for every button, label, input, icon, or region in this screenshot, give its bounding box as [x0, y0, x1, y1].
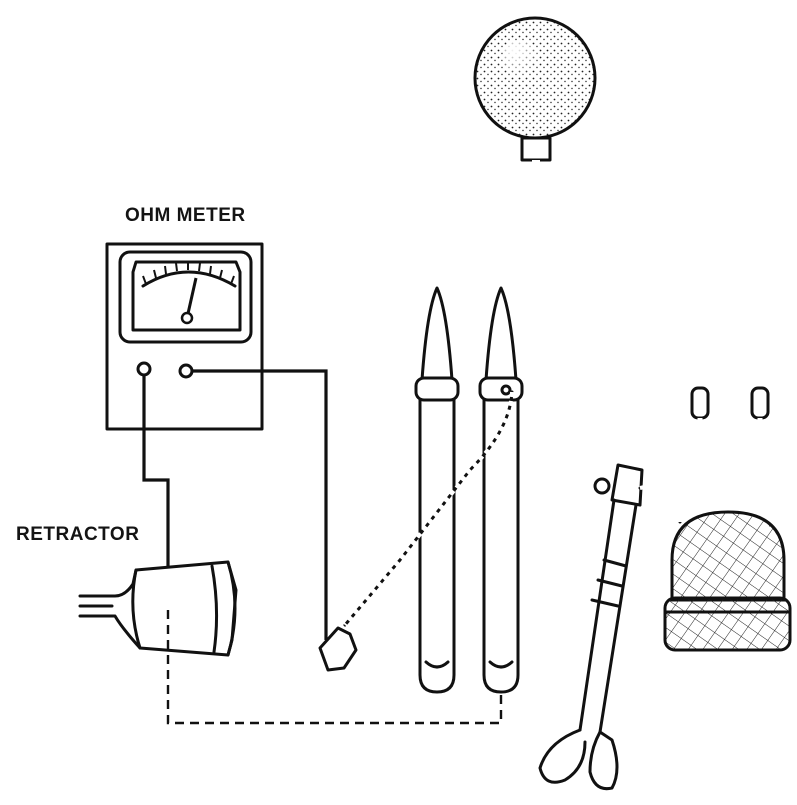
electrode-left-collar — [416, 378, 458, 400]
electrode-right-tip — [486, 288, 516, 380]
ohm-meter-pivot — [182, 313, 192, 323]
ohm-meter-terminal-right — [180, 365, 192, 377]
ohm-meter-terminal-left — [138, 363, 150, 375]
mesh-sponge — [665, 512, 790, 650]
electrode-left-tip — [422, 288, 452, 380]
electrode-right — [480, 288, 522, 692]
suction-bulb — [475, 18, 595, 160]
bulb-tube-inner — [536, 160, 760, 390]
forceps-jaw — [612, 465, 642, 505]
forceps-shaft-left — [580, 500, 614, 730]
mesh-sponge-base — [665, 598, 790, 650]
ohm-meter-label: OHM METER — [125, 205, 246, 227]
forceps-shaft-right — [600, 505, 636, 732]
tube-connector-right — [752, 388, 768, 418]
suction-bulb-ball — [475, 18, 595, 138]
tube-connector-left — [692, 388, 708, 418]
forceps — [540, 465, 680, 789]
mesh-sponge-dome — [672, 512, 784, 600]
retractor-label: RETRACTOR — [16, 524, 139, 546]
suction-bulb-neck — [522, 138, 550, 160]
bulb-tube-outline — [536, 160, 760, 390]
electrode-left — [416, 288, 458, 692]
suction-bulb-highlight — [502, 40, 538, 76]
retractor — [80, 562, 236, 655]
ohm-meter — [107, 244, 262, 429]
forceps-ring-right — [590, 732, 617, 789]
forceps-ring-left — [540, 730, 585, 782]
